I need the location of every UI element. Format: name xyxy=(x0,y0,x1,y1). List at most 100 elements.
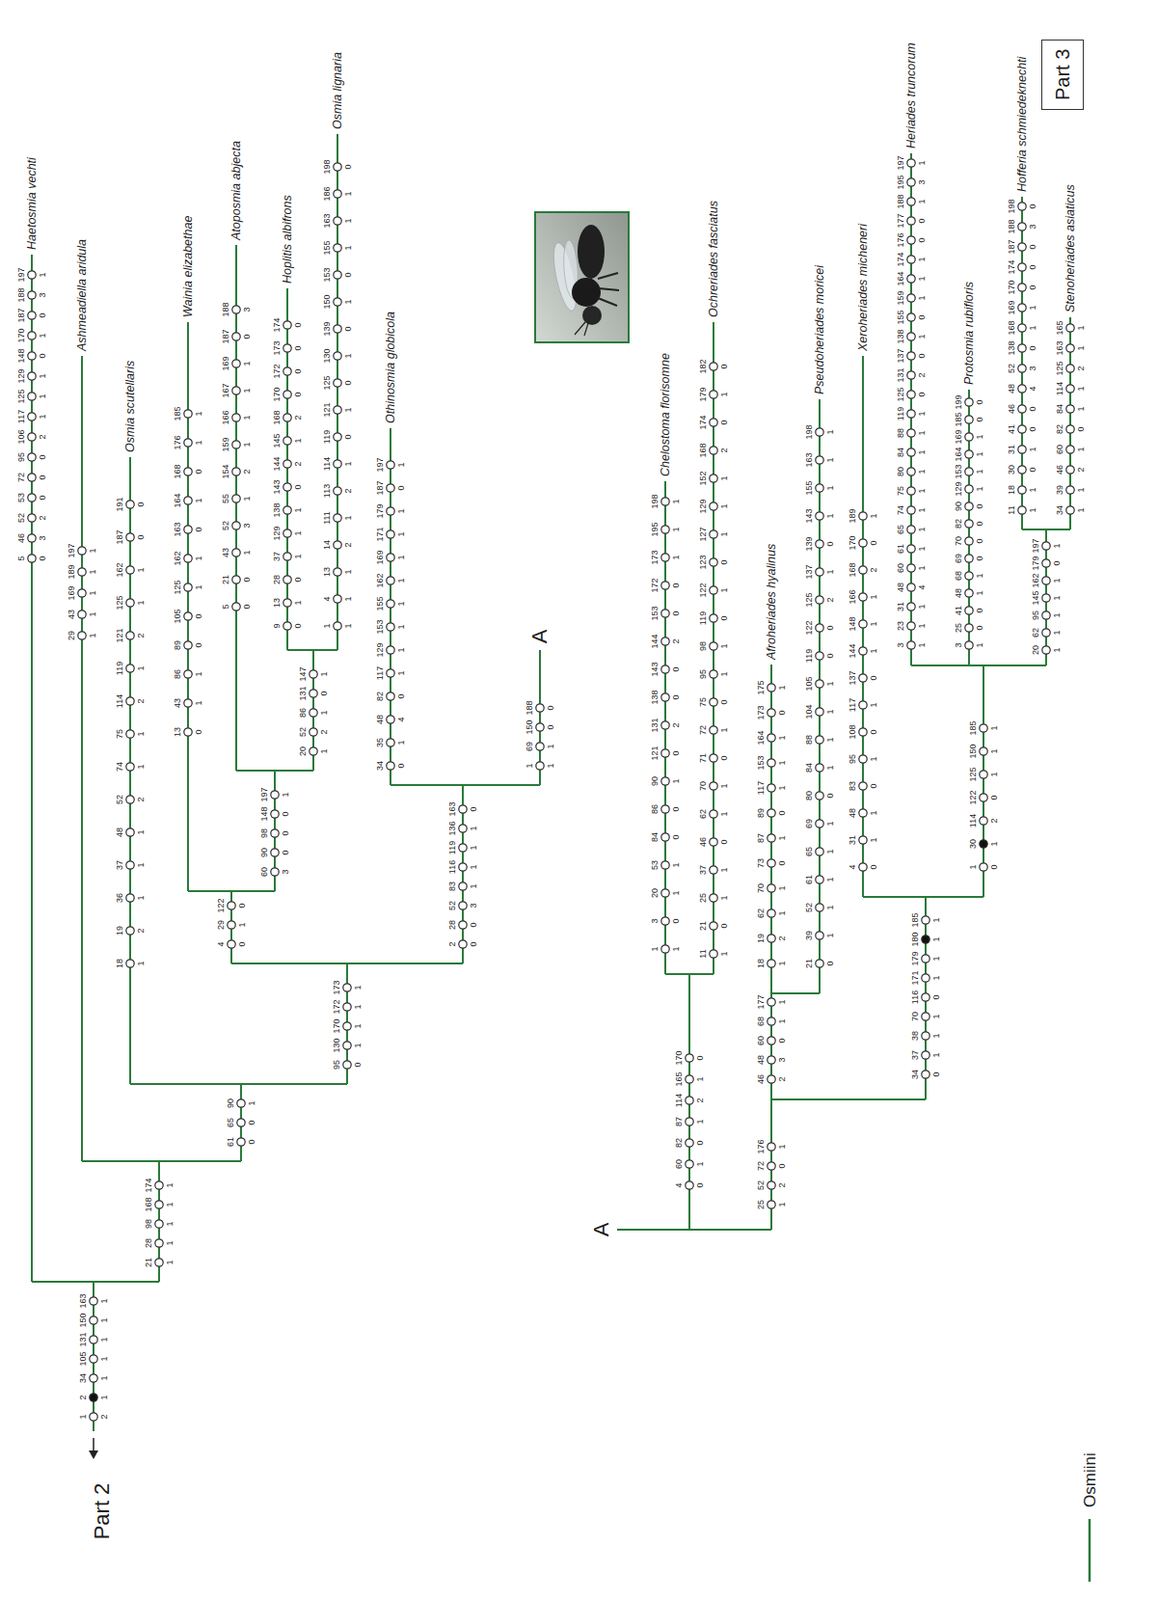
homoplasy-circle xyxy=(965,641,973,649)
character-number: 82 xyxy=(674,1137,684,1148)
character-state: 1 xyxy=(778,885,787,890)
homoplasy-circle xyxy=(386,646,395,654)
homoplasy-circle xyxy=(232,467,241,476)
homoplasy-circle xyxy=(907,294,916,302)
character-number: 171 xyxy=(911,969,920,985)
character-number: 122 xyxy=(699,582,708,597)
homoplasy-circle xyxy=(1018,344,1026,352)
homoplasy-circle xyxy=(333,405,342,414)
character-state: 1 xyxy=(88,547,98,553)
character-number: 144 xyxy=(848,643,858,658)
branch-line xyxy=(286,288,289,650)
character-state: 2 xyxy=(869,566,879,572)
character-state: 1 xyxy=(672,526,681,532)
character-state: 0 xyxy=(194,468,204,474)
character-number: 60 xyxy=(260,866,270,877)
character-state: 1 xyxy=(136,763,146,769)
character-state: 2 xyxy=(990,817,999,823)
homoplasy-circle xyxy=(1066,364,1075,373)
bee-legs xyxy=(597,272,620,306)
character-number: 143 xyxy=(650,661,660,676)
character-number: 25 xyxy=(699,892,708,903)
character-number: 119 xyxy=(896,406,906,421)
character-number: 188 xyxy=(1007,218,1017,234)
character-state: 1 xyxy=(1028,446,1038,452)
character-state: 1 xyxy=(826,568,835,574)
homoplasy-circle xyxy=(1042,628,1051,637)
character-number: 117 xyxy=(376,666,385,680)
character-state: 0 xyxy=(294,322,303,327)
homoplasy-circle xyxy=(815,707,824,716)
character-number: 72 xyxy=(756,1160,766,1171)
connector-label: A xyxy=(591,1222,613,1238)
character-state: 2 xyxy=(696,1097,705,1103)
homoplasy-circle xyxy=(859,511,867,520)
homoplasy-circle xyxy=(709,642,718,650)
homoplasy-circle xyxy=(661,553,670,562)
homoplasy-circle xyxy=(767,733,776,742)
character-state: 0 xyxy=(932,1071,942,1077)
character-state: 1 xyxy=(932,1013,942,1019)
homoplasy-circle xyxy=(907,409,916,418)
unique-change-circle xyxy=(979,839,988,848)
character-number: 159 xyxy=(896,290,906,305)
branch-line xyxy=(771,992,820,995)
character-state: 1 xyxy=(136,566,146,572)
character-state: 0 xyxy=(975,520,985,526)
homoplasy-circle xyxy=(859,592,867,601)
character-number: 174 xyxy=(896,251,906,267)
character-state: 1 xyxy=(397,600,406,606)
homoplasy-circle xyxy=(685,1075,694,1083)
character-state: 1 xyxy=(672,778,681,783)
homoplasy-circle xyxy=(907,371,916,379)
character-number: 52 xyxy=(298,727,308,737)
character-number: 138 xyxy=(896,328,906,344)
character-number: 170 xyxy=(332,1018,342,1033)
character-number: 84 xyxy=(896,447,906,458)
homoplasy-circle xyxy=(283,390,292,399)
character-number: 90 xyxy=(226,1098,236,1108)
character-state: 1 xyxy=(100,1394,109,1400)
character-number: 116 xyxy=(911,990,920,1004)
homoplasy-circle xyxy=(458,862,467,871)
character-state: 0 xyxy=(720,559,729,565)
character-state: 0 xyxy=(917,391,927,397)
character-state: 2 xyxy=(1077,466,1086,472)
homoplasy-circle xyxy=(921,973,930,982)
homoplasy-circle xyxy=(184,699,192,707)
character-state: 2 xyxy=(294,414,303,420)
homoplasy-circle xyxy=(767,884,776,892)
character-state: 1 xyxy=(344,622,353,628)
character-state: 1 xyxy=(720,866,729,872)
character-state: 1 xyxy=(778,734,787,740)
homoplasy-circle xyxy=(184,467,192,476)
homoplasy-circle xyxy=(709,670,718,678)
character-number: 19 xyxy=(756,933,766,943)
homoplasy-circle xyxy=(343,1041,351,1050)
character-number: 86 xyxy=(298,707,308,718)
character-number: 3 xyxy=(954,642,964,647)
character-state: 2 xyxy=(242,468,252,474)
character-number: 65 xyxy=(226,1117,236,1128)
homoplasy-circle xyxy=(227,940,236,948)
character-number: 162 xyxy=(115,562,125,577)
homoplasy-circle xyxy=(859,835,867,844)
homoplasy-circle xyxy=(661,693,670,701)
character-number: 155 xyxy=(323,240,332,255)
character-state: 1 xyxy=(242,549,252,555)
character-state: 1 xyxy=(917,545,927,551)
character-state: 1 xyxy=(397,670,406,675)
character-state: 0 xyxy=(869,782,879,788)
character-state: 0 xyxy=(1028,243,1038,249)
character-number: 46 xyxy=(1055,464,1065,475)
character-number: 147 xyxy=(298,666,308,681)
character-number: 170 xyxy=(848,535,858,550)
homoplasy-circle xyxy=(709,921,718,930)
character-number: 164 xyxy=(954,446,964,461)
character-state: 0 xyxy=(247,1138,257,1144)
character-number: 197 xyxy=(376,457,385,472)
character-state: 1 xyxy=(869,620,879,626)
homoplasy-circle xyxy=(309,708,318,717)
character-number: 82 xyxy=(1055,424,1065,434)
character-number: 83 xyxy=(848,780,858,791)
